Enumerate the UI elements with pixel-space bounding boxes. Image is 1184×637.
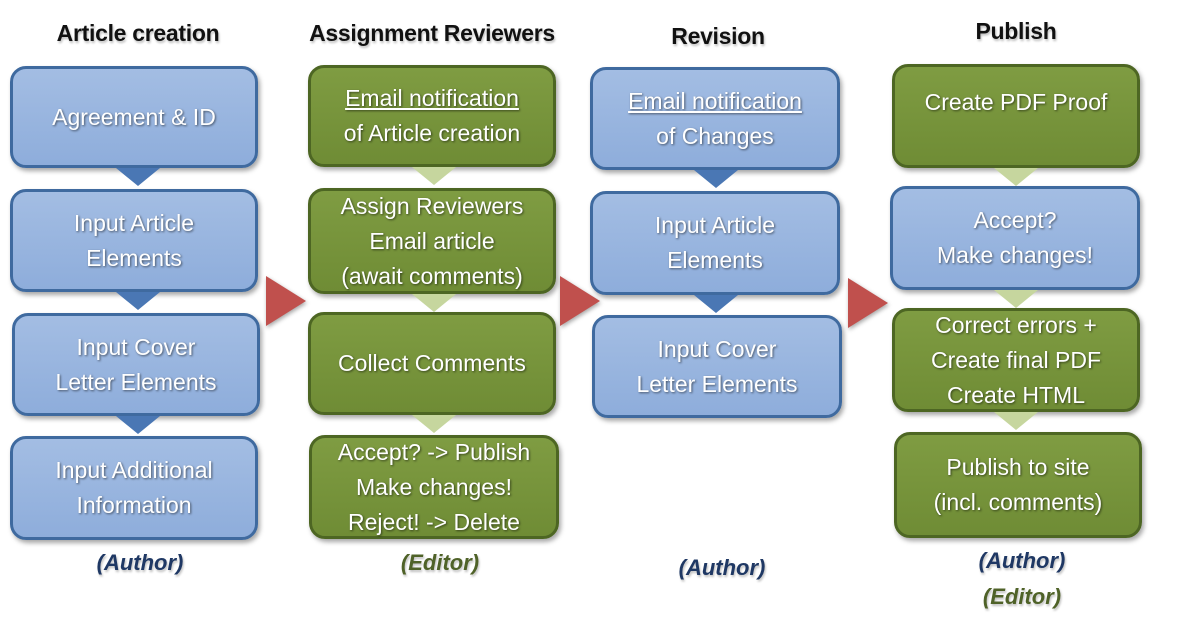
box-line: Letter Elements [636,370,798,397]
box-line: Input Article [654,212,776,238]
box-correct-errors-create-final: Correct errors + Create final PDF Create… [892,308,1140,412]
box-line: Reject! -> Delete [348,508,520,535]
box-line: Publish to site [946,454,1090,480]
box-line: Elements [86,244,182,271]
box-line: Create HTML [946,381,1086,408]
role-author: (Author) [978,548,1066,573]
box-line: Make changes! [937,242,1093,268]
box-line: of Article creation [343,120,521,146]
box-create-pdf-proof: Create PDF Proof [892,64,1140,168]
role-editor: (Editor) [982,584,1062,609]
role-author: (Author) [96,550,184,575]
box-line: Accept? -> Publish [337,438,531,465]
box-line: Input Cover [76,333,196,360]
box-line: Agreement & ID [52,103,216,130]
box-line: Information [76,492,192,518]
connector-arrow [994,168,1038,186]
connector-arrow [694,170,738,188]
box-line: Create final PDF [930,346,1101,373]
box-collect-comments: Collect Comments [308,312,556,415]
stage-arrow-icon [848,278,888,328]
box-line: Make changes! [356,473,512,500]
box-line: Input Additional [55,457,213,483]
box-line: (incl. comments) [933,489,1103,515]
column-title-assignment-reviewers: Assignment Reviewers [309,20,555,46]
connector-arrow [994,290,1038,308]
box-assign-reviewers: Assign Reviewers Email article (await co… [308,188,556,294]
box-line: Collect Comments [338,350,526,376]
connector-arrow [694,295,738,313]
box-line: Input Cover [657,335,777,362]
box-line: Input Article [73,209,195,236]
role-author: (Author) [678,555,766,580]
column-title-revision: Revision [671,23,765,49]
box-line: Letter Elements [55,368,217,395]
connector-arrow [116,416,160,434]
connector-arrow [116,292,160,310]
box-input-cover-letter-elements: Input Cover Letter Elements [12,313,260,416]
box-input-additional-information: Input Additional Information [10,436,258,540]
box-email-notification-changes: Email notification of Changes [590,67,840,170]
box-input-article-elements: Input Article Elements [10,189,258,292]
box-line: Elements [667,247,763,273]
box-line: Assign Reviewers [340,192,524,219]
box-line: Create PDF Proof [924,89,1108,115]
column-title-article-creation: Article creation [56,20,220,46]
stage-arrow-icon [266,276,306,326]
box-accept-make-changes: Accept? Make changes! [890,186,1140,290]
box-line: Email notification [345,85,519,111]
box-line: (await comments) [341,262,523,289]
box-line: Accept? [973,207,1057,233]
box-agreement-id: Agreement & ID [10,66,258,168]
box-publish-to-site: Publish to site (incl. comments) [894,432,1142,538]
connector-arrow [412,294,456,312]
box-revision-input-article-elements: Input Article Elements [590,191,840,295]
box-revision-input-cover-letter: Input Cover Letter Elements [592,315,842,418]
connector-arrow [116,168,160,186]
connector-arrow [994,412,1038,430]
box-accept-publish-decision: Accept? -> Publish Make changes! Reject!… [309,435,559,539]
box-line: of Changes [656,122,774,149]
box-email-notification-article-creation: Email notification of Article creation [308,65,556,167]
box-line: Email article [369,227,495,254]
column-title-publish: Publish [975,18,1057,44]
box-line: Email notification [628,87,802,114]
connector-arrow [412,167,456,185]
box-line: Correct errors + [935,311,1097,338]
connector-arrow [412,415,456,433]
role-editor: (Editor) [400,550,480,575]
